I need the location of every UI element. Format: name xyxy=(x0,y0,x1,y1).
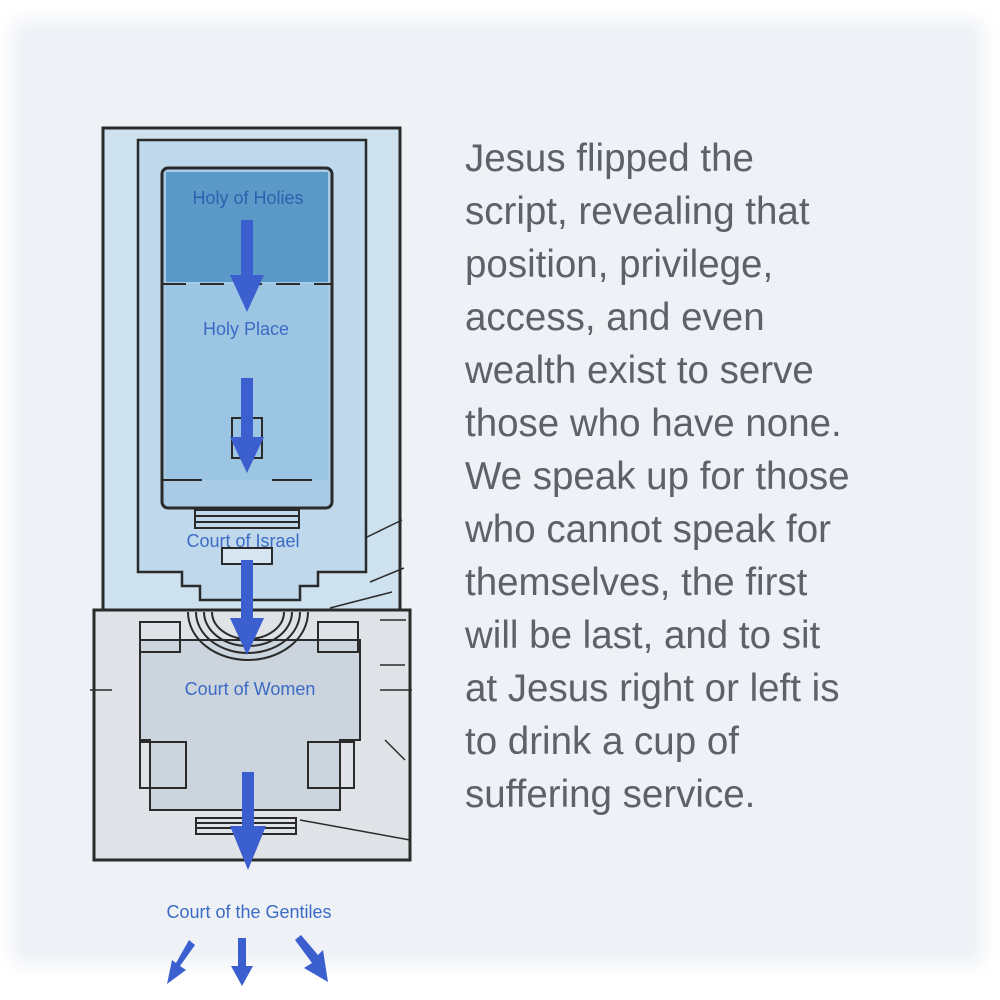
temple-steps xyxy=(194,509,300,529)
arrow-down-right-icon xyxy=(295,935,328,982)
holy-of-holies-label: Holy of Holies xyxy=(192,188,303,208)
corner-chamber-nw xyxy=(139,621,181,653)
arrow-down-icon xyxy=(230,220,264,312)
holy-place-label: Holy Place xyxy=(203,319,289,339)
court-of-gentiles-label: Court of the Gentiles xyxy=(166,902,331,922)
court-of-israel-label: Court of Israel xyxy=(186,531,299,551)
court-of-women-label: Court of Women xyxy=(185,679,316,699)
corner-chamber-sw xyxy=(139,741,187,789)
body-paragraph: Jesus flipped the script, revealing that… xyxy=(465,137,850,816)
area-labels: Holy of Holies Holy Place Court of Israe… xyxy=(166,188,331,922)
court-of-women-floor xyxy=(139,639,361,811)
side-annotation-lines xyxy=(90,519,412,841)
corner-chamber-ne xyxy=(317,621,359,653)
flow-arrows xyxy=(167,220,328,986)
arrow-down-left-icon xyxy=(167,940,195,984)
corner-chamber-se xyxy=(307,741,355,789)
arrow-down-icon xyxy=(231,938,253,986)
arrow-down-icon xyxy=(230,772,266,870)
arrow-down-icon xyxy=(230,560,264,655)
arrow-down-icon xyxy=(230,378,264,473)
